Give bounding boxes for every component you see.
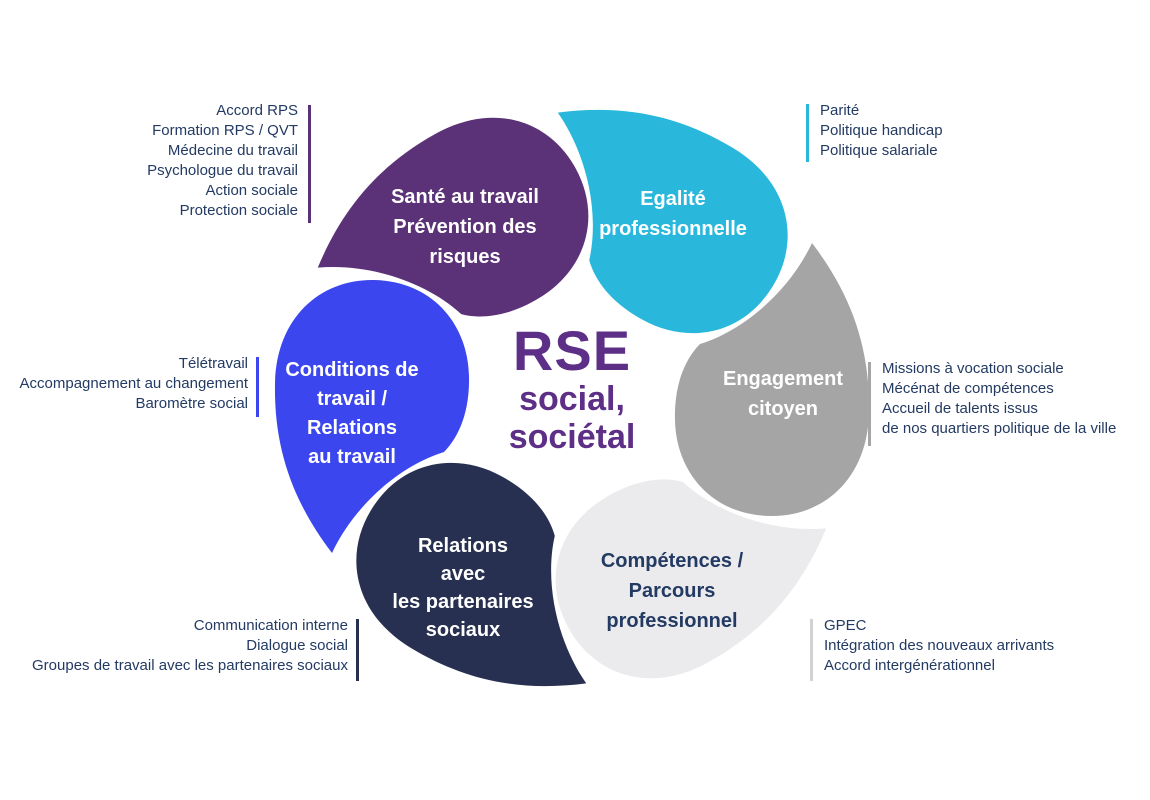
petal-shape-sante-au-travail <box>317 117 589 317</box>
annotation-bar-engagement <box>868 362 871 446</box>
annotation-bar-sante <box>308 105 311 223</box>
annotation-engagement-items: Missions à vocation sociale Mécénat de c… <box>882 360 1117 437</box>
annotation-egalite-items: Parité Politique handicap Politique sala… <box>820 102 943 159</box>
petal-label-sante-au-travail: Santé au travail Prévention des risques <box>391 186 539 268</box>
petal-shape-egalite-professionnelle <box>557 109 788 334</box>
petal-label-conditions-de-travail: Conditions de travail / Relations au tra… <box>285 359 419 468</box>
annotation-bar-competences <box>810 619 813 681</box>
annotation-bar-egalite <box>806 104 809 162</box>
petal-shape-relations-partenaires <box>356 462 587 687</box>
petal-shape-competences-parcours <box>555 479 827 679</box>
petal-label-competences-parcours: Compétences / Parcours professionnel <box>600 550 744 632</box>
petal-label-engagement-citoyen: Engagement citoyen <box>722 368 844 420</box>
title-main: RSE <box>512 319 632 382</box>
title-sub1: social, <box>519 380 625 418</box>
petal-label-egalite-professionnelle: Egalité professionnelle <box>599 188 747 240</box>
petal-shape-engagement-citoyen <box>674 243 870 517</box>
petal-label-relations-partenaires: Relations avec les partenaires sociaux <box>392 535 534 641</box>
annotation-bar-conditions <box>256 357 259 417</box>
petal-shape-conditions-de-travail <box>274 279 470 553</box>
annotation-conditions-items: Télétravail Accompagnement au changement… <box>19 355 248 412</box>
annotation-relations-items: Communication interne Dialogue social Gr… <box>32 617 348 674</box>
annotation-sante-items: Accord RPS Formation RPS / QVT Médecine … <box>147 102 298 219</box>
annotation-competences-items: GPEC Intégration des nouveaux arrivants … <box>824 617 1055 674</box>
diagram-title: RSE social, sociétal <box>422 319 722 457</box>
title-sub2: sociétal <box>508 418 636 456</box>
annotation-bar-relations <box>356 619 359 681</box>
